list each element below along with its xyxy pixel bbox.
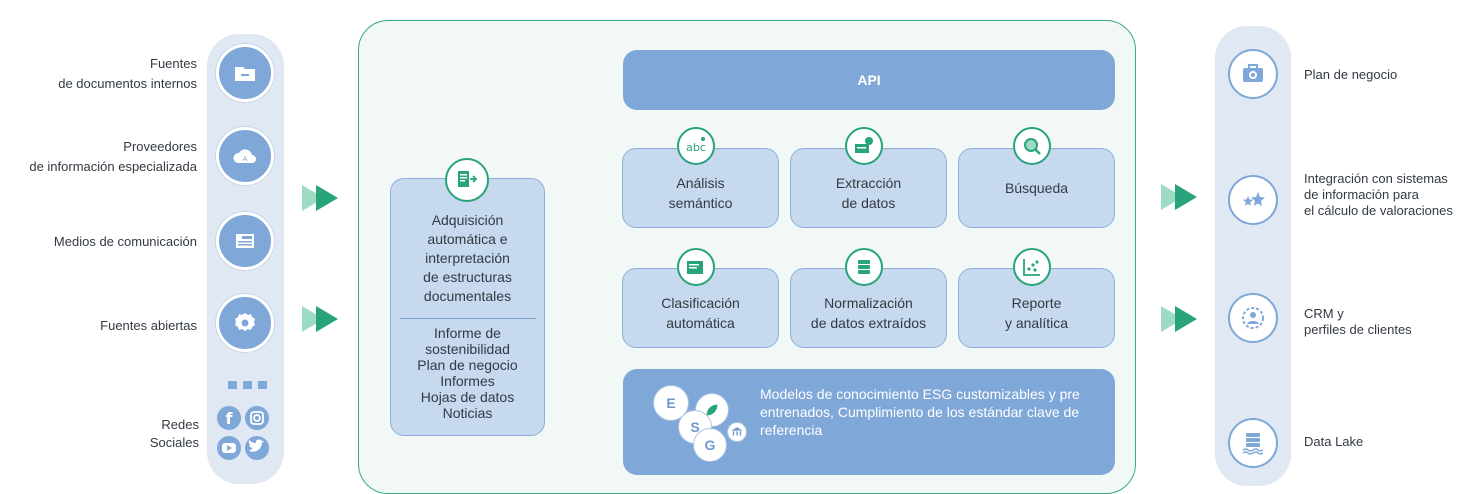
folder-icon <box>235 67 255 81</box>
source-label-social: Redes Sociales <box>149 417 199 450</box>
source-label-internal-docs: Fuentes de documentos internos <box>58 56 197 91</box>
api-bar: API <box>623 50 1115 110</box>
cloud-icon: A <box>233 149 256 163</box>
flow-arrow-1 <box>302 185 338 211</box>
datalake-icon <box>1242 433 1264 455</box>
source-label-open: Fuentes abiertas <box>100 318 197 333</box>
esg-description: Modelos de conocimiento ESG customizable… <box>760 386 1080 438</box>
social-icons: f <box>214 404 274 464</box>
acquisition-item: Hojas de datos <box>420 389 515 405</box>
output-label-business-plan: Plan de negocio <box>1304 67 1398 82</box>
esg-bank-icon <box>727 422 747 442</box>
source-internal-docs[interactable] <box>216 44 274 102</box>
facebook-icon <box>217 406 241 430</box>
stars-icon <box>1243 192 1265 206</box>
source-label-media: Medios de comunicación <box>53 234 197 249</box>
scatter-icon <box>1013 248 1051 286</box>
flow-arrow-2 <box>302 306 338 332</box>
acquisition-box: Adquisición automática e interpretación … <box>390 178 545 436</box>
profile-icon <box>1242 307 1264 329</box>
output-valuation-integration[interactable] <box>1228 175 1278 225</box>
open-source-icon <box>235 313 255 331</box>
acquisition-title: Adquisición automática e interpretación … <box>423 212 512 304</box>
output-label-valuation-integration: Integración con sistemas de información … <box>1304 171 1453 218</box>
svg-text:abc: abc <box>686 141 706 154</box>
instagram-icon <box>245 406 269 430</box>
source-label-specialized: Proveedores de información especializada <box>29 139 197 174</box>
output-data-lake[interactable] <box>1228 418 1278 468</box>
acquisition-item: Plan de negocio <box>417 357 518 373</box>
capability-search: Búsqueda <box>958 148 1115 228</box>
source-open[interactable] <box>216 294 274 352</box>
esg-letter-g: G <box>693 428 727 462</box>
source-media[interactable] <box>216 212 274 270</box>
acquisition-item: Informe de <box>434 325 501 341</box>
database-icon <box>845 248 883 286</box>
svg-text:A: A <box>243 155 248 163</box>
svg-text:f: f <box>226 409 234 428</box>
flow-arrow-4 <box>1161 184 1197 210</box>
acquisition-item: Informes <box>440 373 495 389</box>
output-label-crm: CRM y perfiles de clientes <box>1304 306 1412 337</box>
acquisition-item: sostenibilidad <box>425 341 510 357</box>
abc-icon: abc <box>677 127 715 165</box>
acquisition-icon <box>445 158 489 202</box>
classification-icon <box>677 248 715 286</box>
briefcase-icon <box>1243 64 1263 82</box>
api-label: API <box>857 72 881 88</box>
document-import-icon <box>458 171 478 187</box>
output-crm[interactable] <box>1228 293 1278 343</box>
output-business-plan[interactable] <box>1228 49 1278 99</box>
outputs-column <box>1215 26 1291 486</box>
acquisition-item: Noticias <box>442 405 493 421</box>
source-specialized-info[interactable]: A <box>216 127 274 185</box>
more-sources-dots <box>228 376 273 394</box>
magnifier-icon <box>1013 127 1051 165</box>
news-icon <box>236 234 254 248</box>
flow-arrow-5 <box>1161 306 1197 332</box>
acquisition-divider <box>399 318 536 319</box>
output-label-data-lake: Data Lake <box>1304 434 1364 449</box>
extraction-icon <box>845 127 883 165</box>
